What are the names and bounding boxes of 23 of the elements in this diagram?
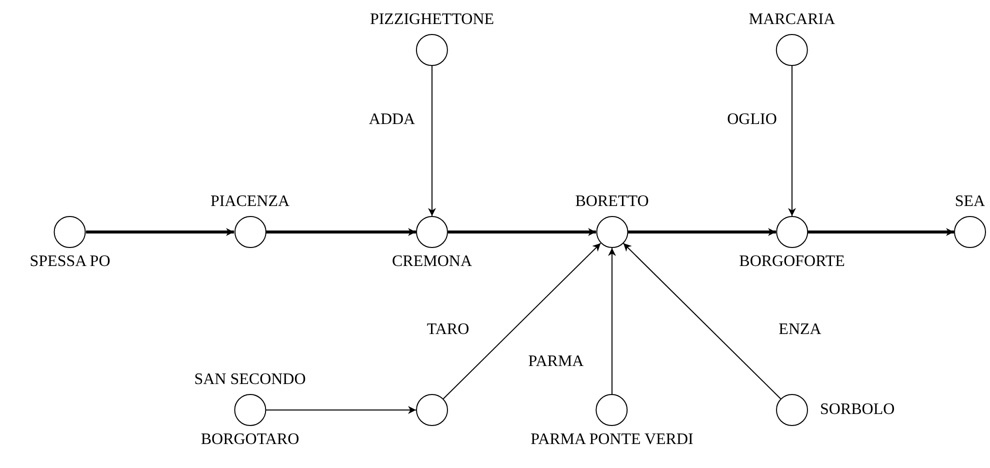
station-label: CREMONA xyxy=(392,252,472,272)
station-label: MARCARIA xyxy=(748,10,836,30)
arrow xyxy=(608,248,616,394)
arrow xyxy=(622,242,782,400)
station-label: SAN SECONDO xyxy=(194,370,306,390)
station-label: BORGOFORTE xyxy=(739,252,845,272)
station-label: SORBOLO xyxy=(820,400,895,420)
station-label: SPESSA PO xyxy=(30,252,110,272)
arrow xyxy=(808,228,954,236)
station-label: PARMA PONTE VERDI xyxy=(530,430,694,450)
arrow xyxy=(448,228,596,236)
station-label: PIZZIGHETTONE xyxy=(370,10,494,30)
station-label: BORETTO xyxy=(575,192,649,212)
arrow xyxy=(266,406,416,414)
arrow xyxy=(266,228,416,236)
arrow xyxy=(628,228,776,236)
arrow xyxy=(428,66,436,216)
arrow xyxy=(788,66,796,216)
arrow xyxy=(442,242,602,400)
station-label: SEA xyxy=(954,192,986,212)
station-label: BORGOTARO xyxy=(200,430,300,450)
station-label: PIACENZA xyxy=(210,192,290,212)
arrow xyxy=(86,228,234,236)
